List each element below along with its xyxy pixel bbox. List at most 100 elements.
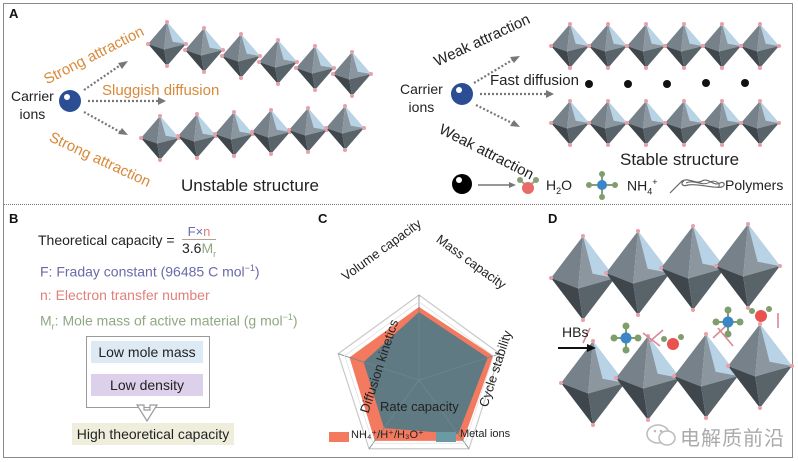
definition-sup: −1 xyxy=(282,312,293,322)
ammonium-ion-icon xyxy=(586,171,618,200)
radar-spoke xyxy=(418,353,500,381)
octahedron xyxy=(559,339,627,427)
low-density-chip: Low density xyxy=(91,374,203,396)
octahedra-chain-unstable-bottom xyxy=(139,104,366,162)
numerator-times: × xyxy=(195,224,204,239)
panel-label-b: B xyxy=(9,211,19,226)
definition-mole-mass: Mr: Mole mass of active material (g mol−… xyxy=(40,312,298,331)
octahedron xyxy=(604,229,672,317)
octahedra-chain-stable-top xyxy=(549,22,781,70)
arrow-right-icon xyxy=(478,182,516,188)
carrier-ions-label-left: Carrier ions xyxy=(11,87,54,123)
denominator-const: 3.6 xyxy=(182,240,202,256)
hydrogen-bond xyxy=(582,327,591,344)
definition-tail: ) xyxy=(292,312,298,329)
hbs-arrow-icon xyxy=(558,344,596,352)
radar-spoke xyxy=(418,379,470,450)
carrier-ion-icon xyxy=(59,90,81,112)
definition-tail: ) xyxy=(254,263,260,280)
octahedron xyxy=(294,44,336,92)
arrow-down-icon xyxy=(135,404,159,423)
stable-structure-caption: Stable structure xyxy=(620,150,740,169)
intercalated-ions xyxy=(585,79,749,88)
water-molecule xyxy=(749,306,772,322)
octahedron xyxy=(331,50,373,98)
definition-text: F: Fraday constant (96485 C mol xyxy=(40,263,245,280)
denominator-M: M xyxy=(201,240,214,256)
radar-grid-ring xyxy=(344,301,494,444)
hydrogen-bond-structure xyxy=(549,222,794,427)
legend-swatch-nh4 xyxy=(329,432,349,442)
legend-swatch-metal-ions xyxy=(436,432,456,442)
carrier-label-line1: Carrier xyxy=(11,88,54,104)
radar-chart xyxy=(337,294,501,450)
definition-faraday: F: Fraday constant (96485 C mol−1) xyxy=(40,263,260,280)
low-mole-mass-chip: Low mole mass xyxy=(91,341,203,363)
ammonium-label-main: NH xyxy=(627,177,648,194)
panel-divider xyxy=(4,204,793,205)
unstable-structure-caption: Unstable structure xyxy=(181,176,319,195)
polymers-label: Polymers xyxy=(725,177,784,193)
octahedron xyxy=(659,224,727,312)
octahedron xyxy=(587,22,629,70)
numerator-F: F xyxy=(187,224,196,239)
ammonium-molecule xyxy=(712,306,744,338)
legend-label-metal-ions: Metal ions xyxy=(460,428,511,440)
ammonium-label-sub: 4 xyxy=(647,186,653,197)
ammonium-molecule xyxy=(610,322,642,354)
water-label: H2O xyxy=(546,177,572,196)
fast-diffusion-label: Fast diffusion xyxy=(490,72,579,89)
octahedron xyxy=(672,332,740,420)
octahedron xyxy=(663,22,705,70)
series-metal-ions-area xyxy=(363,312,488,434)
octahedron xyxy=(220,32,262,80)
carrier-label-line2: ions xyxy=(408,99,435,115)
octahedra-chain-unstable-top xyxy=(146,20,373,98)
octahedron xyxy=(701,22,743,70)
octahedron xyxy=(146,20,188,68)
legend-label-nh4: NH₄⁺/H⁺/H₃O⁺ xyxy=(351,429,424,441)
octahedron xyxy=(257,38,299,86)
carrier-ions-label-right: Carrier ions xyxy=(400,80,443,116)
octahedron xyxy=(183,26,225,74)
ammonium-label: NH4+ xyxy=(627,177,658,196)
octahedron xyxy=(176,112,218,160)
octahedron xyxy=(250,108,292,156)
formula-numerator: F×n xyxy=(182,225,216,240)
octahedron xyxy=(739,99,781,147)
octahedron xyxy=(549,99,591,147)
hydrogen-bond xyxy=(647,329,664,344)
octahedron xyxy=(614,334,682,422)
definition-electron-number: n: Electron transfer number xyxy=(40,287,210,303)
water-label-tail: O xyxy=(561,177,573,193)
water-molecule xyxy=(661,334,684,350)
octahedron xyxy=(714,222,782,310)
octahedron xyxy=(701,99,743,147)
axis-label-rate-capacity: Rate capacity xyxy=(380,399,459,414)
octahedron xyxy=(549,234,617,322)
carrier-label-line1: Carrier xyxy=(400,81,443,97)
water-label-sub: 2 xyxy=(556,185,562,196)
panel-label-d: D xyxy=(548,211,558,226)
carrier-ion-black-icon xyxy=(452,174,472,194)
diffusion-arrows-right xyxy=(473,56,554,127)
octahedron xyxy=(663,99,705,147)
octahedron xyxy=(625,99,667,147)
figure-frame xyxy=(3,3,793,458)
carrier-ion-icon xyxy=(451,83,473,105)
radar-spoke xyxy=(368,379,420,450)
octahedron xyxy=(324,104,366,152)
radar-spoke xyxy=(338,353,420,381)
watermark-text: 电解质前沿 xyxy=(680,426,785,450)
definition-sub: r xyxy=(51,321,55,332)
ammonium-label-sup: + xyxy=(652,177,658,187)
octahedron xyxy=(726,322,794,410)
definition-text2: : Mole mass of active material (g mol xyxy=(54,312,283,329)
numerator-n: n xyxy=(203,224,211,239)
polymer-chain-icon xyxy=(669,179,725,194)
octahedron xyxy=(213,110,255,158)
carrier-label-line2: ions xyxy=(19,106,46,122)
sluggish-diffusion-label: Sluggish diffusion xyxy=(102,82,220,99)
octahedron xyxy=(139,114,181,162)
octahedra-chain-stable-bottom xyxy=(549,99,781,147)
